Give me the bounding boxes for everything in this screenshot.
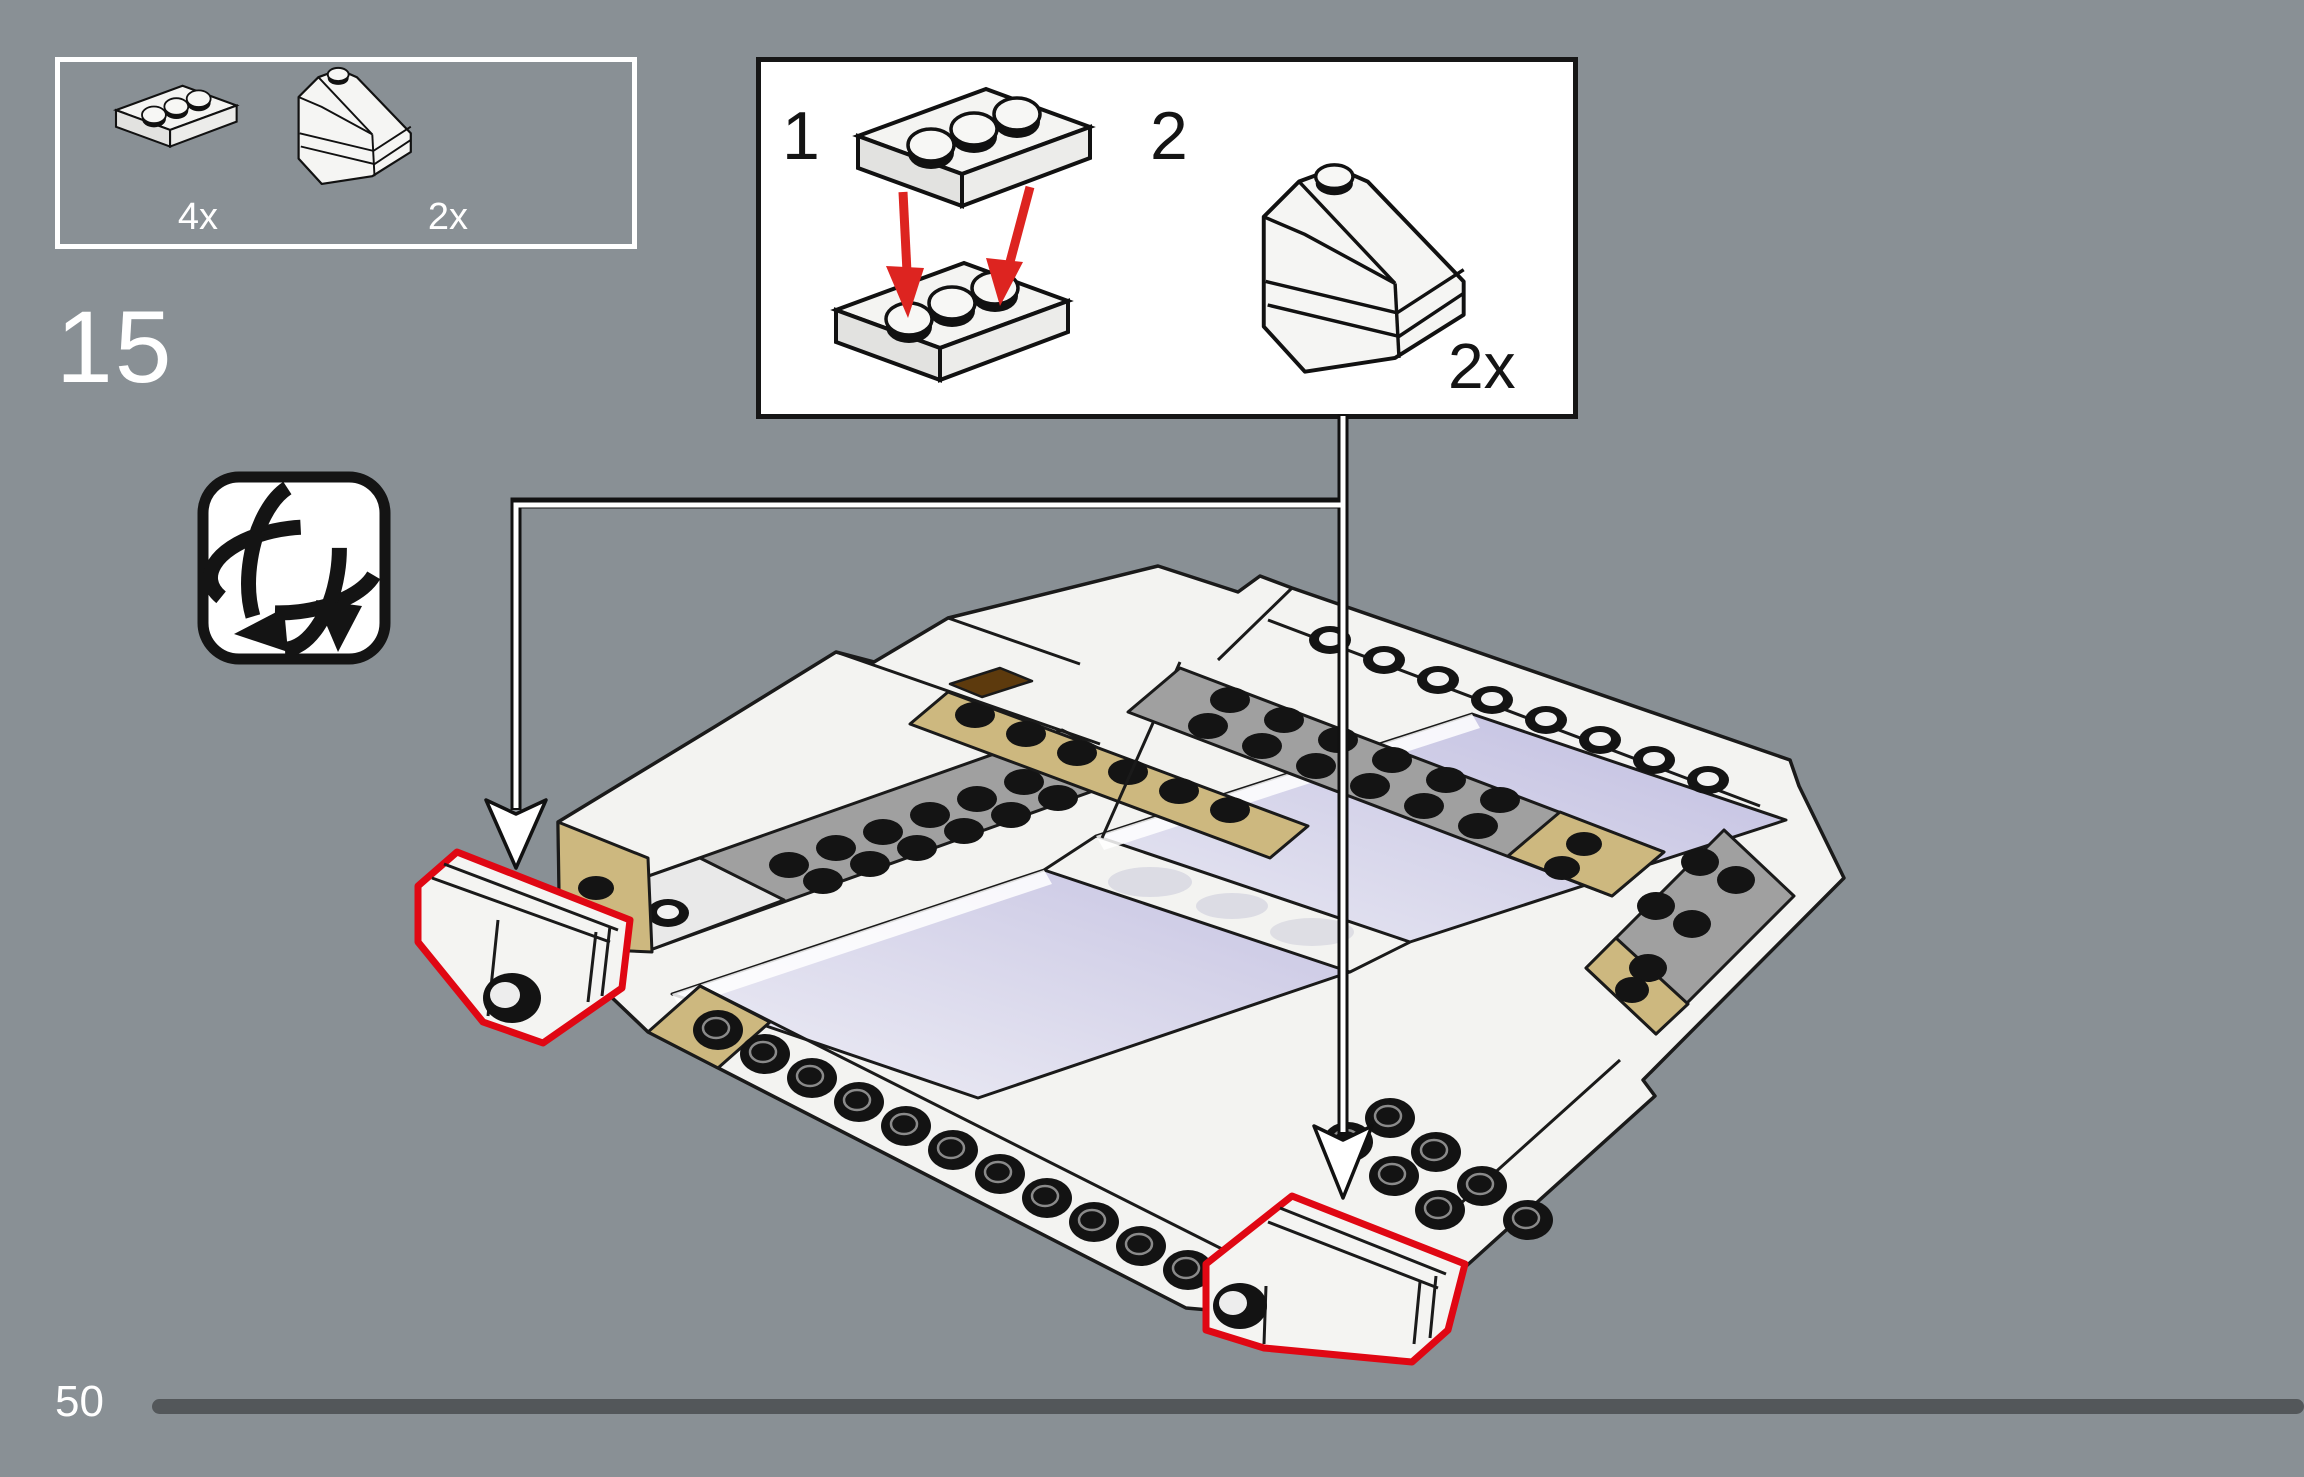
hollow-studs-left — [599, 883, 689, 927]
rotate-model-icon — [197, 471, 391, 665]
front-left-tan — [646, 984, 772, 1070]
rim-hollow-studs — [1309, 626, 1729, 794]
highlighted-slope-bottom — [1202, 1192, 1469, 1366]
leader-lines — [510, 414, 1349, 1136]
progress-bar — [152, 1399, 2304, 1414]
placement-arrow-left — [484, 798, 548, 870]
placement-arrow-bottom — [1312, 1124, 1374, 1200]
upper-right-band — [1126, 666, 1666, 898]
substep-1-label: 1 — [782, 98, 820, 174]
right-opening — [1094, 712, 1788, 944]
step-number: 15 — [56, 290, 174, 404]
hull-base — [556, 564, 1846, 1324]
part-qty-plate: 4x — [177, 196, 219, 238]
upper-left-band — [564, 728, 1148, 952]
tan-corner-plate — [556, 820, 654, 954]
bottom-right-studs — [1323, 1098, 1553, 1240]
page-number: 50 — [55, 1377, 104, 1426]
callout-qty-label: 2x — [1448, 330, 1516, 402]
ul-band-studs — [769, 769, 1078, 894]
parts-required-panel — [55, 57, 637, 249]
highlighted-slope-left — [414, 848, 634, 1047]
substep-2-label: 2 — [1150, 98, 1188, 174]
left-opening — [670, 868, 1352, 1100]
front-left-studs — [693, 1010, 1213, 1290]
brown-plate — [948, 666, 1034, 699]
part-qty-slope: 2x — [427, 196, 469, 238]
right-side-band — [1584, 828, 1796, 1036]
tan-band-center — [908, 690, 1310, 860]
model-illustration — [556, 564, 1846, 1324]
